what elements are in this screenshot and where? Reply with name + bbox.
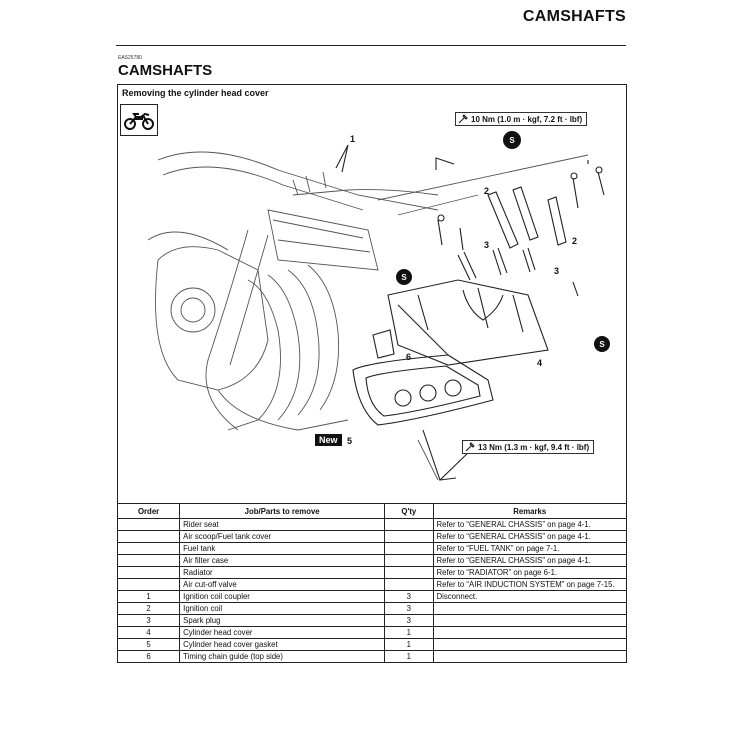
cell-remarks: Disconnect. <box>432 590 627 603</box>
cell-order <box>116 542 181 555</box>
sealant-symbol: S <box>599 340 605 349</box>
cell-order: 3 <box>116 614 181 627</box>
cell-job: Cylinder head cover gasket <box>179 638 386 651</box>
cell-qty <box>384 518 434 531</box>
cell-job: Ignition coil <box>179 602 386 615</box>
cell-qty <box>384 566 434 579</box>
cell-order: 2 <box>116 602 181 615</box>
table-row: Fuel tank Refer to “FUEL TANK” on page 7-… <box>116 542 627 555</box>
cell-remarks <box>432 650 627 663</box>
cell-remarks: Refer to “AIR INDUCTION SYSTEM” on page … <box>432 578 627 591</box>
cell-qty: 1 <box>384 638 434 651</box>
col-qty: Q'ty <box>384 503 434 519</box>
cell-order: 5 <box>116 638 181 651</box>
engine-exploded-diagram: S S S <box>147 131 610 481</box>
cell-job: Air scoop/Fuel tank cover <box>179 530 386 543</box>
cell-qty <box>384 578 434 591</box>
cell-remarks: Refer to “RADIATOR” on page 6-1. <box>432 566 627 579</box>
cell-job: Timing chain guide (top side) <box>179 650 386 663</box>
callout-5: 5 <box>347 436 353 446</box>
cell-order: 4 <box>116 626 181 639</box>
torque-spec-top: 10 Nm (1.0 m · kgf, 7.2 ft · lbf) <box>455 112 588 126</box>
cell-job: Air filter case <box>179 554 386 567</box>
callout-3: 3 <box>554 266 560 276</box>
sealant-symbol: S <box>509 136 515 145</box>
header-title: CAMSHAFTS <box>522 8 626 25</box>
cell-job: Rider seat <box>179 518 386 531</box>
cell-order <box>116 566 181 579</box>
cell-order: 1 <box>116 590 181 603</box>
motorcycle-icon <box>120 104 158 136</box>
callout-4: 4 <box>537 358 543 368</box>
cell-remarks: Refer to “GENERAL CHASSIS” on page 4-1. <box>432 530 627 543</box>
col-job: Job/Parts to remove <box>179 503 386 519</box>
parts-table: Order Job/Parts to remove Q'ty Remarks R… <box>116 503 627 663</box>
cell-remarks: Refer to “GENERAL CHASSIS” on page 4-1. <box>432 554 627 567</box>
cell-order: 6 <box>116 650 181 663</box>
cell-remarks <box>432 614 627 627</box>
torque-top-text: 10 Nm (1.0 m · kgf, 7.2 ft · lbf) <box>471 114 583 124</box>
col-order: Order <box>116 503 181 519</box>
cell-qty: 3 <box>384 602 434 615</box>
cell-job: Cylinder head cover <box>179 626 386 639</box>
callout-3: 3 <box>484 240 490 250</box>
col-remarks: Remarks <box>432 503 627 519</box>
cell-job: Fuel tank <box>179 542 386 555</box>
table-header-row: Order Job/Parts to remove Q'ty Remarks <box>116 503 627 519</box>
sealant-symbol: S <box>401 273 407 282</box>
cell-job: Air cut-off valve <box>179 578 386 591</box>
table-row: Air scoop/Fuel tank cover Refer to “GENER… <box>116 530 627 543</box>
section-title: CAMSHAFTS <box>118 62 213 79</box>
header-rule <box>116 45 626 46</box>
cell-qty: 1 <box>384 650 434 663</box>
cell-job: Ignition coil coupler <box>179 590 386 603</box>
cell-qty <box>384 530 434 543</box>
torque-spec-bottom: 13 Nm (1.3 m · kgf, 9.4 ft · lbf) <box>462 440 595 454</box>
callout-6: 6 <box>406 352 412 362</box>
cell-qty <box>384 542 434 555</box>
cell-remarks <box>432 602 627 615</box>
cell-order <box>116 518 181 531</box>
cell-remarks <box>432 626 627 639</box>
subsection-title: Removing the cylinder head cover <box>122 88 269 98</box>
cell-qty: 3 <box>384 614 434 627</box>
cell-remarks: Refer to “GENERAL CHASSIS” on page 4-1. <box>432 518 627 531</box>
table-row: Rider seat Refer to “GENERAL CHASSIS” on … <box>116 518 627 531</box>
callout-1: 1 <box>350 134 356 144</box>
table-row: Air filter case Refer to “GENERAL CHASSIS… <box>116 554 627 567</box>
callout-2: 2 <box>572 236 578 246</box>
cell-qty: 1 <box>384 626 434 639</box>
torque-wrench-icon <box>458 114 468 124</box>
cell-order <box>116 530 181 543</box>
cell-job: Spark plug <box>179 614 386 627</box>
doc-code: EAS25780 <box>118 55 142 61</box>
cell-order <box>116 578 181 591</box>
cell-remarks <box>432 638 627 651</box>
torque-bottom-text: 13 Nm (1.3 m · kgf, 9.4 ft · lbf) <box>478 442 590 452</box>
cell-remarks: Refer to “FUEL TANK” on page 7-1. <box>432 542 627 555</box>
cell-order <box>116 554 181 567</box>
cell-job: Radiator <box>179 566 386 579</box>
cell-qty: 3 <box>384 590 434 603</box>
table-row: Air cut-off valve Refer to “AIR INDUCTION… <box>116 578 627 591</box>
table-row: Radiator Refer to “RADIATOR” on page 6-1. <box>116 566 627 579</box>
new-badge: New <box>315 434 342 446</box>
callout-2: 2 <box>484 186 490 196</box>
cell-qty <box>384 554 434 567</box>
torque-wrench-icon <box>465 442 475 452</box>
